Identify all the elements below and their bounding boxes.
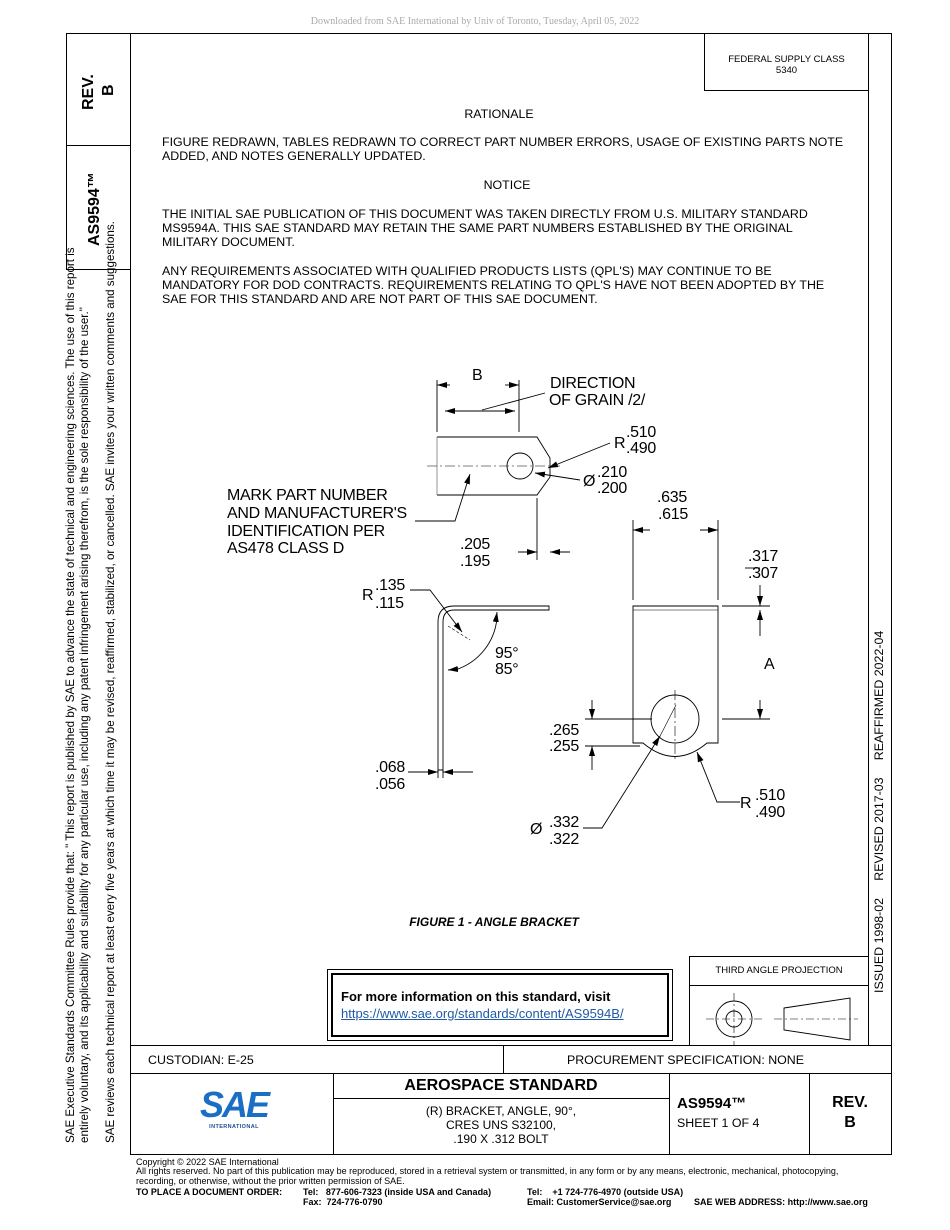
footer-email[interactable]: Email: CustomerService@sae.org: [527, 1197, 672, 1207]
frame-inner-right: [868, 33, 869, 1045]
h-upper: .265: [549, 722, 579, 739]
d1-symbol: Ø: [583, 473, 596, 490]
title-desc-1: (R) BRACKET, ANGLE, 90°,: [425, 1104, 577, 1118]
frame-bottom: [130, 1154, 892, 1155]
r2-upper: .510: [755, 787, 785, 804]
e-upper: .205: [460, 536, 490, 553]
footer-tel-us: Tel: 877-606-7323 (inside USA and Canada…: [303, 1187, 492, 1197]
fsc-line2: 5340: [775, 65, 798, 76]
dim-b: B: [472, 367, 483, 384]
e-lower: .195: [460, 553, 490, 570]
info-box-text: For more information on this standard, v…: [341, 989, 611, 1004]
bend-symbol: R: [362, 587, 374, 604]
title-rev-label: REV.: [832, 1094, 868, 1111]
frame-left-step: [66, 269, 130, 270]
notice-para-1: THE INITIAL SAE PUBLICATION OF THIS DOCU…: [162, 207, 808, 249]
figure-caption: FIGURE 1 - ANGLE BRACKET: [409, 915, 579, 929]
angle-lower: 85°: [495, 661, 519, 678]
title-doc-number: AS9594™: [677, 1095, 747, 1112]
r1-upper: .510: [626, 424, 656, 441]
footer-tel-intl: Tel: +1 724-776-4970 (outside USA): [527, 1187, 684, 1197]
mark-note-3: IDENTIFICATION PER: [227, 523, 385, 540]
title-block-divider-2: [333, 1073, 334, 1155]
angle-upper: 95°: [495, 645, 519, 662]
d1-lower: .200: [597, 480, 627, 497]
title-block-divider-4: [669, 1073, 670, 1155]
t-lower: .056: [375, 776, 405, 793]
grain-label-1: DIRECTION: [550, 375, 636, 392]
notice-para-2: ANY REQUIREMENTS ASSOCIATED WITH QUALIFI…: [162, 264, 825, 306]
dim-a: A: [764, 656, 775, 673]
title-block-divider-1: [503, 1045, 504, 1073]
bend-upper: .135: [375, 577, 405, 594]
frame-left-upper: [66, 33, 67, 269]
custodian: CUSTODIAN: E-25: [148, 1053, 254, 1067]
footer-rights-1: All rights reserved. No part of this pub…: [136, 1166, 839, 1176]
title-block-divider-3: [333, 1098, 669, 1099]
t-upper: .068: [375, 759, 405, 776]
footer-copyright: Copyright © 2022 SAE International: [136, 1157, 279, 1167]
f-upper: .317: [748, 548, 778, 565]
title-rev-value: B: [844, 1114, 856, 1131]
projection-symbol: [706, 993, 858, 1045]
w-lower: .615: [658, 506, 688, 523]
footer-web[interactable]: SAE WEB ADDRESS: http://www.sae.org: [694, 1197, 868, 1207]
front-view-outline: [632, 605, 719, 757]
h-lower: .255: [549, 738, 579, 755]
sheet-number: SHEET 1 OF 4: [677, 1116, 760, 1130]
d2-lower: .322: [549, 831, 579, 848]
r1-lower: .490: [626, 440, 656, 457]
d2-symbol: Ø: [530, 821, 543, 838]
mark-note-4: AS478 CLASS D: [227, 540, 345, 557]
mark-note-1: MARK PART NUMBER: [227, 487, 388, 504]
title-block-top: [130, 1045, 892, 1046]
footer-fax: Fax: 724-776-0790: [303, 1197, 383, 1207]
rationale-heading: RATIONALE: [464, 107, 534, 121]
title-desc-2: CRES UNS S32100,: [445, 1118, 557, 1132]
title-desc-3: .190 X .312 BOLT: [453, 1132, 549, 1146]
projection-box: THIRD ANGLE PROJECTION: [689, 956, 868, 1046]
rationale-body: FIGURE REDRAWN, TABLES REDRAWN TO CORREC…: [162, 135, 844, 163]
r2-lower: .490: [755, 804, 785, 821]
d2-upper: .332: [549, 814, 579, 831]
notice-heading: NOTICE: [483, 178, 531, 192]
title-block-divider-5: [809, 1073, 810, 1155]
info-box-outer: For more information on this standard, v…: [327, 969, 673, 1041]
fsc-box: FEDERAL SUPPLY CLASS 5340: [704, 33, 868, 91]
r2-symbol: R: [740, 795, 752, 812]
frame-inner-left: [130, 33, 131, 1155]
w-upper: .635: [657, 489, 687, 506]
bend-lower: .115: [375, 595, 404, 612]
mark-note-2: AND MANUFACTURER'S: [227, 505, 407, 522]
side-view-outline: [437, 605, 550, 771]
d1-upper: .210: [597, 464, 627, 481]
footer-rights-2: recording, or otherwise, without the pri…: [136, 1176, 405, 1186]
f-lower: .307: [748, 565, 778, 582]
projection-label: THIRD ANGLE PROJECTION: [690, 957, 868, 986]
info-box-link[interactable]: https://www.sae.org/standards/content/AS…: [341, 1006, 624, 1021]
download-banner: Downloaded from SAE International by Uni…: [310, 16, 640, 27]
grain-label-2: OF GRAIN /2/: [549, 392, 645, 409]
standard-type: AEROSPACE STANDARD: [404, 1077, 598, 1094]
sae-logo-text: SAE: [199, 1084, 270, 1125]
sae-logo: SAE INTERNATIONAL: [196, 1086, 272, 1136]
frame-top: [66, 33, 892, 34]
r1-symbol: R: [614, 435, 626, 452]
frame-rev-divider: [66, 145, 130, 146]
sae-logo-sub: INTERNATIONAL: [209, 1124, 259, 1130]
procurement: PROCUREMENT SPECIFICATION: NONE: [566, 1053, 805, 1067]
title-block-row: [130, 1073, 892, 1074]
info-box-inner: For more information on this standard, v…: [331, 973, 669, 1037]
fsc-line1: FEDERAL SUPPLY CLASS: [728, 54, 845, 65]
frame-right: [891, 33, 892, 1155]
footer-order-label: TO PLACE A DOCUMENT ORDER:: [136, 1187, 283, 1197]
